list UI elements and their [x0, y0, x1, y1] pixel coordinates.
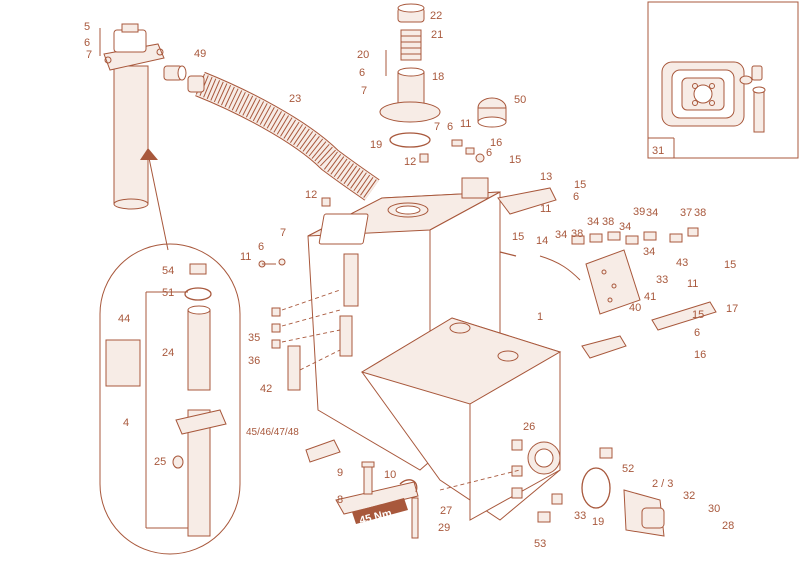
callout-14: 14 [536, 235, 548, 247]
level-gauge [477, 97, 507, 128]
callout-37: 37 [680, 207, 692, 219]
callouts: 1 2 / 3 4 5 6 6 6 6 6 6 6 7 7 7 7 8 9 10… [84, 10, 738, 550]
callout-34e: 34 [643, 246, 655, 258]
callout-2-3: 2 / 3 [652, 478, 673, 490]
callout-53: 53 [534, 538, 546, 550]
callout-51: 51 [162, 287, 174, 299]
callout-6d: 6 [486, 147, 492, 159]
callout-49: 49 [194, 48, 206, 60]
fitting-cluster [271, 227, 699, 349]
callout-44: 44 [118, 313, 130, 325]
callout-6e: 6 [573, 191, 579, 203]
callout-29: 29 [438, 522, 450, 534]
callout-9: 9 [337, 467, 343, 479]
callout-11c: 11 [240, 251, 251, 263]
callout-8: 8 [337, 494, 343, 506]
callout-16b: 16 [694, 349, 706, 361]
callout-13: 13 [540, 171, 552, 183]
port-block [499, 249, 641, 315]
callout-32: 32 [683, 490, 695, 502]
small-fasteners [258, 139, 485, 268]
callout-42: 42 [260, 383, 272, 395]
tank-lower-body [360, 317, 627, 521]
callout-54: 54 [162, 265, 174, 277]
callout-25: 25 [154, 456, 166, 468]
callout-34b: 34 [587, 216, 599, 228]
callout-11a: 11 [460, 118, 471, 130]
callout-12b: 12 [305, 189, 317, 201]
callout-6f: 6 [258, 241, 264, 253]
callout-40: 40 [629, 302, 641, 314]
mounting-brackets [497, 187, 717, 331]
callout-15d: 15 [724, 259, 736, 271]
callout-17: 17 [726, 303, 738, 315]
torque-wrench-tool [305, 439, 419, 539]
filter-detail-oval [99, 148, 241, 555]
callout-11b: 11 [540, 203, 551, 215]
inset-box [647, 1, 799, 159]
callout-50: 50 [514, 94, 526, 106]
callout-5: 5 [84, 21, 90, 33]
callout-7c: 7 [434, 121, 440, 133]
callout-45-48: 45/46/47/48 [246, 427, 299, 438]
callout-6b: 6 [359, 67, 365, 79]
callout-6g: 6 [694, 327, 700, 339]
callout-33a: 33 [574, 510, 586, 522]
callout-15e: 15 [692, 309, 704, 321]
callout-19a: 19 [370, 139, 382, 151]
callout-11d: 11 [687, 278, 698, 290]
callout-34d: 34 [646, 207, 658, 219]
callout-41: 41 [644, 291, 656, 303]
callout-52: 52 [622, 463, 634, 475]
callout-22: 22 [430, 10, 442, 22]
callout-15b: 15 [574, 179, 586, 191]
callout-15c: 15 [512, 231, 524, 243]
callout-10: 10 [384, 469, 396, 481]
callout-7d: 7 [280, 227, 286, 239]
callout-26: 26 [523, 421, 535, 433]
callout-27: 27 [440, 505, 452, 517]
callout-31: 31 [652, 145, 664, 157]
callout-28: 28 [722, 520, 734, 532]
callout-43: 43 [676, 257, 688, 269]
callout-38a: 38 [571, 228, 583, 240]
callout-30: 30 [708, 503, 720, 515]
callout-39: 39 [633, 206, 645, 218]
callout-4: 4 [123, 417, 129, 429]
callout-23: 23 [289, 93, 301, 105]
callout-33b: 33 [656, 274, 668, 286]
callout-24: 24 [162, 347, 174, 359]
callout-36: 36 [248, 355, 260, 367]
callout-15a: 15 [509, 154, 521, 166]
callout-21: 21 [431, 29, 443, 41]
callout-38b: 38 [602, 216, 614, 228]
callout-34c: 34 [619, 221, 631, 233]
callout-6c: 6 [447, 121, 453, 133]
callout-16a: 16 [490, 137, 502, 149]
hose-fitting [163, 65, 187, 81]
callout-12a: 12 [404, 156, 416, 168]
callout-38c: 38 [694, 207, 706, 219]
callout-19b: 19 [592, 516, 604, 528]
callout-35: 35 [248, 332, 260, 344]
callout-18: 18 [432, 71, 444, 83]
return-filter-assembly [99, 23, 165, 210]
suction-flange [537, 447, 665, 537]
suction-hose [187, 71, 380, 201]
filler-breather-stack [379, 3, 441, 148]
callout-34a: 34 [555, 229, 567, 241]
dashed-leaders [281, 289, 521, 491]
callout-7a: 7 [86, 49, 92, 61]
callout-1: 1 [537, 311, 543, 323]
callout-7b: 7 [361, 85, 367, 97]
callout-6a: 6 [84, 37, 90, 49]
callout-20: 20 [357, 49, 369, 61]
